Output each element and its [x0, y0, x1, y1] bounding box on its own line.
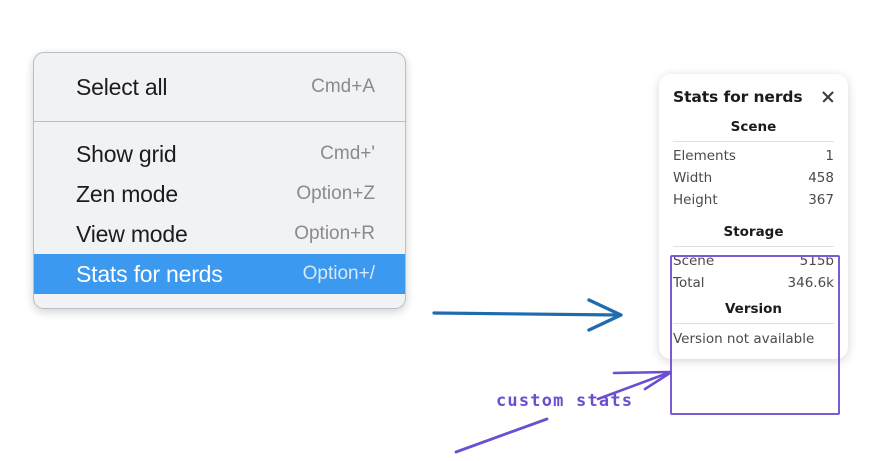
stats-row-value: 1 [825, 148, 834, 164]
stats-panel-body: Scene Elements 1 Width 458 Height 367 St… [659, 112, 848, 349]
menu-section-top: Select all Cmd+A [34, 53, 405, 121]
menu-item-shortcut: Option+/ [302, 263, 375, 284]
stats-section-rule [673, 141, 834, 142]
stats-row-value: 367 [808, 192, 834, 208]
stats-custom-section: Storage Scene 515b Total 346.6k Version … [673, 211, 834, 349]
stats-section-heading-scene: Scene [730, 119, 777, 135]
stats-section-rule [673, 246, 834, 247]
stats-section-heading-version: Version [724, 301, 783, 317]
menu-item-shortcut: Option+R [294, 223, 375, 244]
canvas-context-menu[interactable]: Select all Cmd+A Show grid Cmd+' Zen mod… [33, 52, 406, 309]
menu-item-shortcut: Cmd+' [320, 143, 375, 164]
stats-section-rule [673, 323, 834, 324]
stats-panel-header: Stats for nerds [659, 74, 848, 112]
menu-section-bottom: Show grid Cmd+' Zen mode Option+Z View m… [34, 122, 405, 308]
menu-item-shortcut: Option+Z [296, 183, 375, 204]
menu-item-label: Select all [76, 73, 168, 100]
stats-row-value: 346.6k [787, 275, 834, 291]
annotation-label-custom-stats: custom stats [496, 391, 634, 411]
menu-item-shortcut: Cmd+A [311, 76, 375, 97]
stats-section-heading-storage: Storage [723, 224, 784, 240]
stats-for-nerds-panel: Stats for nerds Scene Elements 1 Width 4… [659, 74, 848, 415]
menu-item-zen-mode[interactable]: Zen mode Option+Z [34, 174, 405, 214]
stats-row-key: Elements [673, 148, 736, 164]
stats-row-height: Height 367 [673, 189, 834, 211]
stats-row-key: Height [673, 192, 718, 208]
menu-item-label: Zen mode [76, 180, 178, 207]
stats-row-storage-scene: Scene 515b [673, 250, 834, 272]
stats-row-key: Total [673, 275, 705, 291]
stats-row-width: Width 458 [673, 167, 834, 189]
menu-item-show-grid[interactable]: Show grid Cmd+' [34, 134, 405, 174]
menu-divider [34, 121, 405, 122]
stats-panel-title: Stats for nerds [673, 88, 803, 106]
stats-row-value: 515b [799, 253, 834, 269]
blue-arrow-annotation [432, 298, 623, 332]
close-icon[interactable] [820, 89, 836, 105]
menu-item-stats-for-nerds[interactable]: Stats for nerds Option+/ [34, 254, 405, 294]
menu-item-view-mode[interactable]: View mode Option+R [34, 214, 405, 254]
stats-row-version-value: Version not available [673, 331, 815, 347]
menu-item-label: Stats for nerds [76, 260, 223, 287]
menu-item-label: Show grid [76, 140, 177, 167]
purple-underline-annotation [454, 417, 549, 454]
menu-item-select-all[interactable]: Select all Cmd+A [34, 67, 405, 107]
stats-row-key: Width [673, 170, 713, 186]
stats-row-value: 458 [808, 170, 834, 186]
menu-item-label: View mode [76, 220, 188, 247]
stats-row-key: Scene [673, 253, 715, 269]
stats-row-storage-total: Total 346.6k [673, 272, 834, 294]
stats-row-elements: Elements 1 [673, 145, 834, 167]
